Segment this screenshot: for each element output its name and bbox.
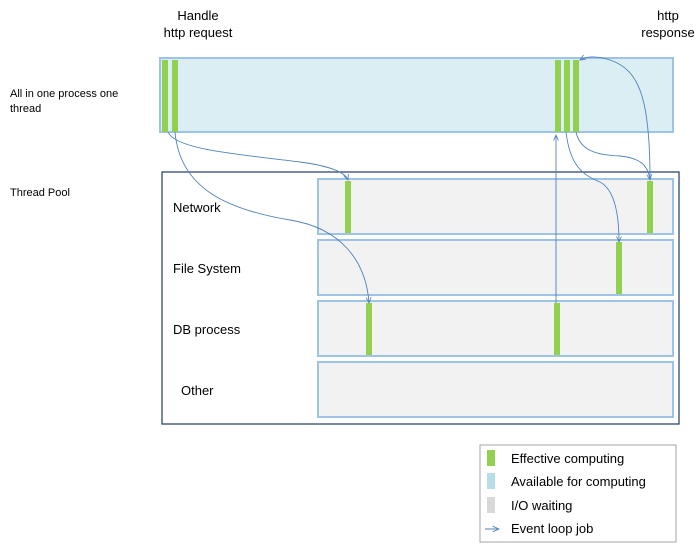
network-compute-block [345, 181, 351, 233]
legend-swatch-effective [487, 450, 495, 466]
thread-pool-label: Thread Pool [10, 187, 70, 199]
lane-other [317, 361, 674, 418]
lane-network [317, 178, 674, 235]
lane-file-system [317, 239, 674, 296]
event-loop-arrow [575, 131, 650, 180]
response-label-line1: http [657, 8, 679, 23]
legend-label-event-loop: Event loop job [511, 521, 593, 536]
lane-label-db-process: DB process [173, 322, 241, 337]
network-compute-block [647, 181, 653, 233]
db-compute-block [366, 303, 372, 355]
handle-label-line1: Handle [177, 8, 218, 23]
legend-swatch-available [487, 473, 495, 489]
main-compute-block [573, 60, 579, 132]
event-loop-arrow [580, 57, 651, 181]
legend-label-effective: Effective computing [511, 451, 624, 466]
file-system-compute-block [616, 242, 622, 294]
legend-label-available: Available for computing [511, 474, 646, 489]
event-loop-arrow [167, 131, 348, 180]
event-loop-arrow [174, 131, 369, 303]
main-thread-label-line1: All in one process one [10, 88, 118, 100]
legend-swatch-io [487, 497, 495, 513]
main-thread-bar [159, 57, 674, 133]
db-compute-block [554, 303, 560, 355]
legend-label-io: I/O waiting [511, 498, 572, 513]
event-loop-arrow [565, 131, 619, 242]
legend-box [479, 444, 677, 543]
response-label-line2: response [641, 25, 694, 40]
lane-db-process [317, 300, 674, 357]
main-compute-block [162, 60, 168, 132]
lane-label-other: Other [181, 383, 214, 398]
main-compute-block [564, 60, 570, 132]
lane-label-file-system: File System [173, 261, 241, 276]
main-compute-block [172, 60, 178, 132]
main-thread-label-line2: thread [10, 103, 41, 115]
main-compute-block [555, 60, 561, 132]
handle-label-line2: http request [164, 25, 233, 40]
lane-label-network: Network [173, 200, 221, 215]
